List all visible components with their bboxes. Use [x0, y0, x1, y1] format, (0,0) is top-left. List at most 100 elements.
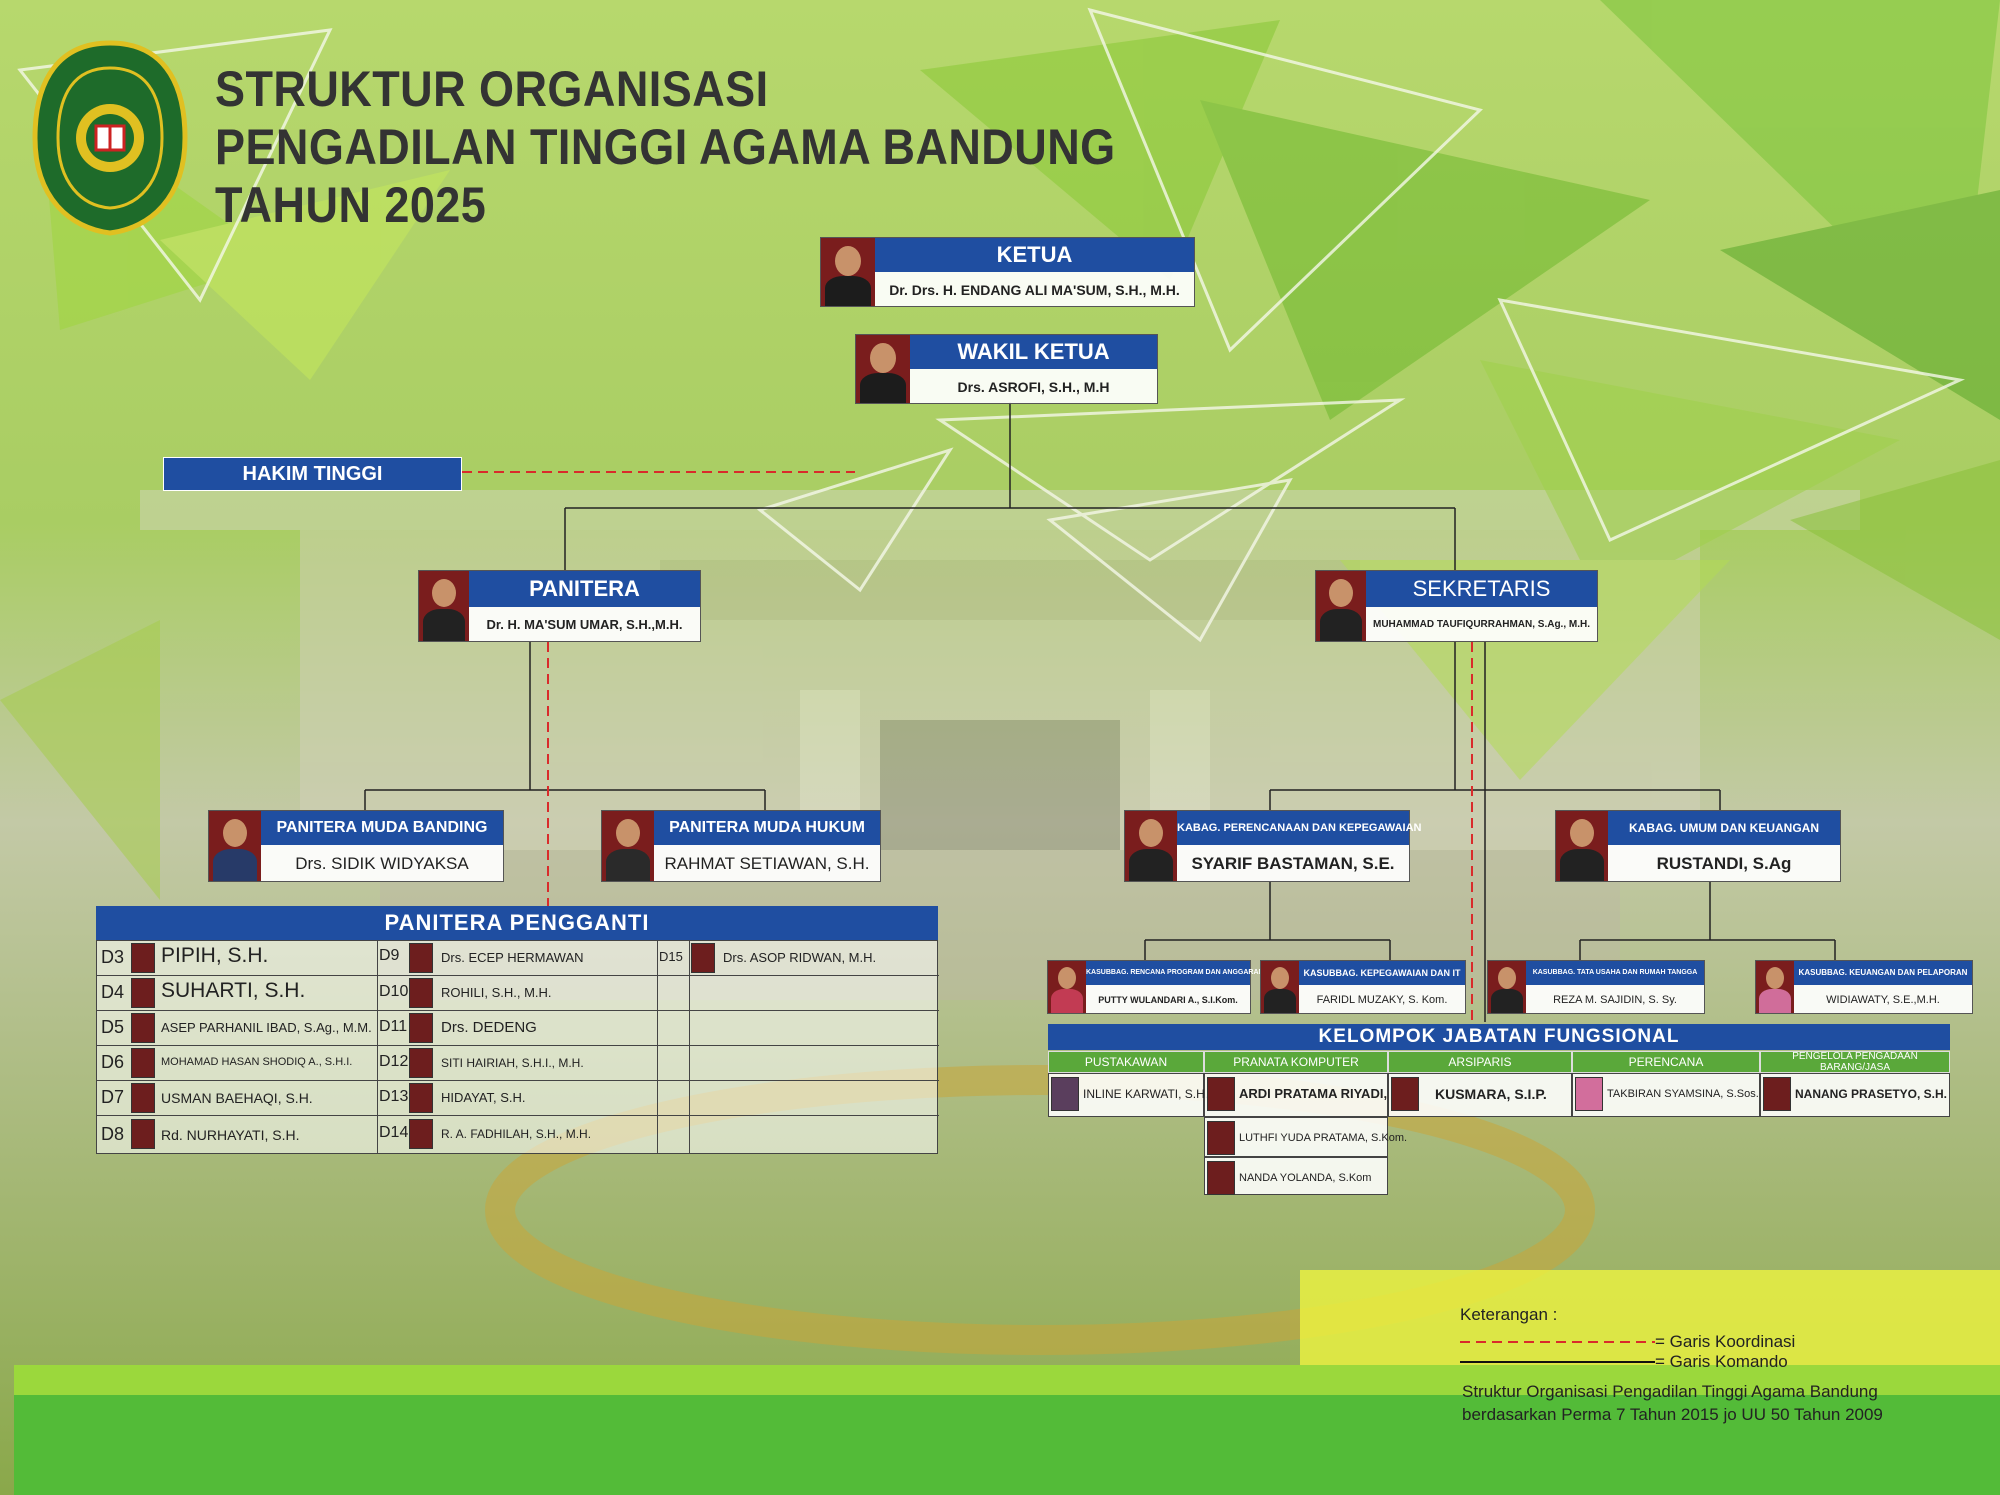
pp-name: SUHARTI, S.H.	[161, 979, 306, 1002]
pp-row: D10 ROHILI, S.H., M.H.	[377, 976, 657, 1011]
pp-row: D3 PIPIH, S.H.	[97, 941, 377, 976]
pp-row: D4 SUHARTI, S.H.	[97, 976, 377, 1011]
sekretaris-name: MUHAMMAD TAUFIQURRAHMAN, S.Ag., M.H.	[1372, 619, 1590, 630]
pp-photo	[409, 943, 433, 973]
pp-photo	[131, 1013, 155, 1043]
kjf-photo	[1207, 1121, 1235, 1155]
pp-name: Drs. DEDENG	[441, 1019, 537, 1036]
pp-photo	[131, 1119, 155, 1149]
pp-photo	[131, 978, 155, 1008]
legend-title: Keterangan :	[1460, 1305, 1558, 1324]
pp-row	[657, 1081, 939, 1116]
kabag-umum-role: KABAG. UMUM DAN KEUANGAN	[1608, 811, 1840, 845]
panitera-pengganti-header: PANITERA PENGGANTI	[96, 906, 938, 940]
kjf-name: ARDI PRATAMA RIYADI, S.T.	[1239, 1086, 1414, 1101]
photo-wakil-ketua	[856, 335, 910, 403]
title-line-1: STRUKTUR ORGANISASI	[215, 61, 769, 117]
title-line-2: PENGADILAN TINGGI AGAMA BANDUNG	[215, 119, 1116, 175]
kasubbag-rencana-role: KASUBBAG. RENCANA PROGRAM DAN ANGGARAN	[1086, 961, 1264, 985]
kjf-pranata-1: ARDI PRATAMA RIYADI, S.T.	[1204, 1073, 1413, 1117]
pp-code: D11	[379, 1018, 408, 1035]
legend-note-2: berdasarkan Perma 7 Tahun 2015 jo UU 50 …	[1462, 1405, 1883, 1424]
pp-name: R. A. FADHILAH, S.H., M.H.	[441, 1127, 592, 1141]
kjf-category-pranata-komputer: PRANATA KOMPUTER	[1204, 1051, 1388, 1073]
legend-lines	[1460, 1341, 1655, 1363]
card-kasubbag-rencana: KASUBBAG. RENCANA PROGRAM DAN ANGGARAN P…	[1047, 960, 1264, 1014]
kjf-name: INLINE KARWATI, S.H.	[1083, 1087, 1209, 1101]
panmud-hukum-role: PANITERA MUDA HUKUM	[654, 811, 880, 845]
pp-code: D10	[379, 983, 409, 1000]
pp-name: USMAN BAEHAQI, S.H.	[161, 1090, 313, 1106]
pp-photo	[409, 1119, 433, 1149]
panitera-role: PANITERA	[469, 571, 700, 607]
card-wakil-ketua: WAKIL KETUA Drs. ASROFI, S.H., M.H	[855, 334, 1158, 404]
pp-code: D14	[379, 1124, 409, 1141]
photo-panitera	[419, 571, 469, 641]
pp-photo	[131, 1048, 155, 1078]
photo-kasubbag-tata-usaha	[1488, 961, 1526, 1013]
kasubbag-tata-usaha-role: KASUBBAG. TATA USAHA DAN RUMAH TANGGA	[1526, 961, 1704, 985]
pp-row: D14 R. A. FADHILAH, S.H., M.H.	[377, 1116, 657, 1151]
kjf-name: KUSMARA, S.I.P.	[1435, 1086, 1547, 1102]
kjf-pranata-3: NANDA YOLANDA, S.Kom	[1204, 1157, 1388, 1195]
legend-komando: = Garis Komando	[1655, 1352, 1788, 1371]
pp-name: SITI HAIRIAH, S.H.I., M.H.	[441, 1056, 584, 1070]
pp-row	[657, 976, 939, 1011]
pp-code: D7	[101, 1087, 125, 1107]
ketua-name: Dr. Drs. H. ENDANG ALI MA'SUM, S.H., M.H…	[889, 282, 1180, 298]
pp-row: D13 HIDAYAT, S.H.	[377, 1081, 657, 1116]
pp-code: D13	[379, 1088, 409, 1105]
wakil-ketua-name: Drs. ASROFI, S.H., M.H	[957, 379, 1110, 395]
kjf-arsiparis: KUSMARA, S.I.P.	[1388, 1073, 1572, 1117]
pp-code: D15	[659, 949, 683, 964]
kjf-category-arsiparis: ARSIPARIS	[1388, 1051, 1572, 1073]
title-line-3: TAHUN 2025	[215, 177, 487, 233]
pp-code: D4	[101, 982, 125, 1002]
card-kasubbag-keuangan: KASUBBAG. KEUANGAN DAN PELAPORAN WIDIAWA…	[1755, 960, 1973, 1014]
kjf-pranata-2: LUTHFI YUDA PRATAMA, S.Kom.	[1204, 1117, 1407, 1157]
pp-code: D9	[379, 947, 400, 964]
pp-photo	[131, 943, 155, 973]
pp-name: MOHAMAD HASAN SHODIQ A., S.H.I.	[161, 1056, 353, 1068]
wakil-ketua-role: WAKIL KETUA	[910, 335, 1157, 369]
card-ketua: KETUA Dr. Drs. H. ENDANG ALI MA'SUM, S.H…	[820, 237, 1195, 307]
pp-name: ROHILI, S.H., M.H.	[441, 985, 552, 1000]
card-sekretaris: SEKRETARIS MUHAMMAD TAUFIQURRAHMAN, S.Ag…	[1315, 570, 1598, 642]
kjf-name: NANDA YOLANDA, S.Kom	[1239, 1172, 1372, 1184]
kjf-pustakawan: INLINE KARWATI, S.H.	[1048, 1073, 1208, 1117]
card-kabag-umum: KABAG. UMUM DAN KEUANGAN RUSTANDI, S.Ag	[1555, 810, 1841, 882]
pp-row: D6 MOHAMAD HASAN SHODIQ A., S.H.I.	[97, 1046, 377, 1081]
kjf-perencana: TAKBIRAN SYAMSINA, S.Sos.	[1572, 1073, 1760, 1117]
pp-name: HIDAYAT, S.H.	[441, 1090, 526, 1105]
photo-kasubbag-kepegawaian	[1261, 961, 1299, 1013]
pp-name: ASEP PARHANIL IBAD, S.Ag., M.M.	[161, 1020, 372, 1035]
pp-row: D11 Drs. DEDENG	[377, 1011, 657, 1046]
pp-name: PIPIH, S.H.	[161, 944, 269, 967]
card-panitera: PANITERA Dr. H. MA'SUM UMAR, S.H.,M.H.	[418, 570, 701, 642]
pp-photo	[409, 1083, 433, 1113]
card-kabag-perencanaan: KABAG. PERENCANAAN DAN KEPEGAWAIAN SYARI…	[1124, 810, 1421, 882]
pp-row: D9 Drs. ECEP HERMAWAN	[377, 941, 657, 976]
kasubbag-kepegawaian-role: KASUBBAG. KEPEGAWAIAN DAN IT	[1299, 961, 1465, 985]
legend-koordinasi: = Garis Koordinasi	[1655, 1332, 1796, 1351]
kjf-name: TAKBIRAN SYAMSINA, S.Sos.	[1607, 1088, 1759, 1100]
kabag-umum-name: RUSTANDI, S.Ag	[1656, 854, 1792, 873]
photo-sekretaris	[1316, 571, 1366, 641]
court-logo	[30, 38, 190, 238]
photo-ketua	[821, 238, 875, 306]
pp-photo	[131, 1083, 155, 1113]
panitera-name: Dr. H. MA'SUM UMAR, S.H.,M.H.	[486, 617, 683, 632]
pp-photo	[409, 1013, 433, 1043]
pp-name: Rd. NURHAYATI, S.H.	[161, 1127, 300, 1143]
pp-name: Drs. ASOP RIDWAN, M.H.	[723, 950, 877, 965]
pp-row: D8 Rd. NURHAYATI, S.H.	[97, 1116, 377, 1151]
plaza-emblem	[485, 1065, 1595, 1355]
pp-row: D12 SITI HAIRIAH, S.H.I., M.H.	[377, 1046, 657, 1081]
pp-photo	[409, 1048, 433, 1078]
kjf-header: KELOMPOK JABATAN FUNGSIONAL	[1048, 1024, 1950, 1050]
kabag-perencanaan-name: SYARIF BASTAMAN, S.E.	[1191, 854, 1395, 873]
pp-photo	[691, 943, 715, 973]
photo-panmud-hukum	[602, 811, 654, 881]
pp-row	[657, 1011, 939, 1046]
